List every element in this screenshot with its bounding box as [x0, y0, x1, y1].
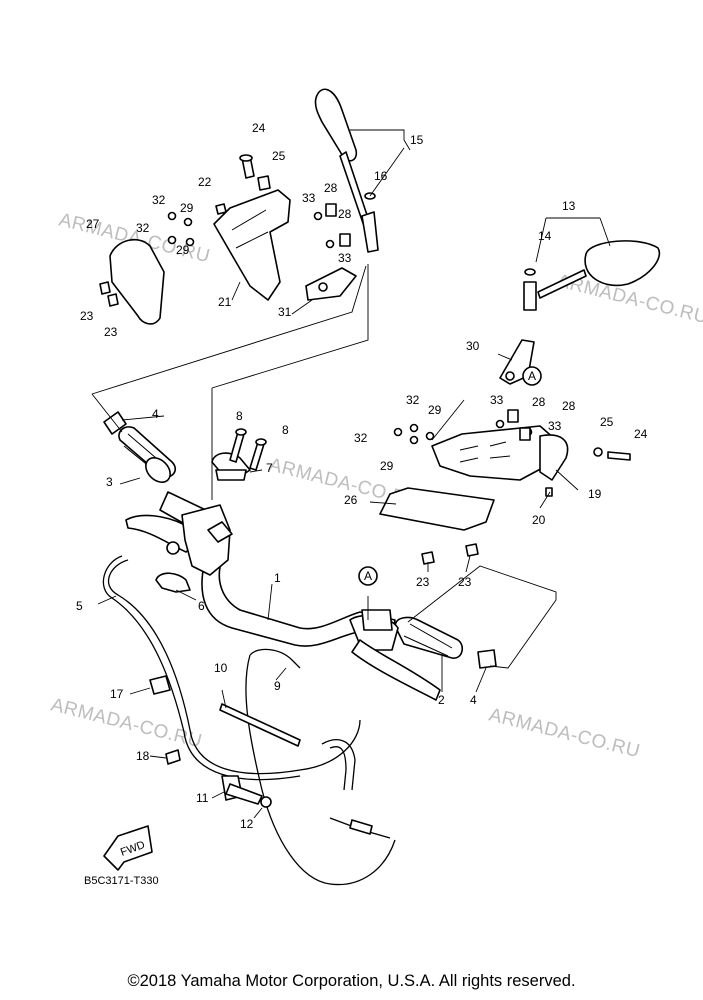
callout-16: 16	[374, 169, 388, 183]
cable-band	[219, 703, 301, 747]
callout-28: 28	[324, 181, 338, 195]
callout-28: 28	[562, 399, 576, 413]
callout-2: 2	[438, 693, 445, 707]
watermark: ARMADA-CO.RU	[487, 704, 642, 762]
callout-1: 1	[274, 571, 281, 585]
holder-bolts	[229, 428, 267, 471]
callout-20: 20	[532, 513, 546, 527]
right-mirror-bracket	[379, 339, 569, 531]
callout-3: 3	[106, 475, 113, 489]
callout-33: 33	[548, 419, 562, 433]
callout-32: 32	[406, 393, 420, 407]
callout-24: 24	[252, 121, 266, 135]
clamp-17	[149, 675, 171, 695]
clamp-6	[155, 572, 191, 593]
callout-12: 12	[240, 817, 254, 831]
callout-11: 11	[196, 791, 209, 805]
callout-23: 23	[104, 325, 118, 339]
callout-28: 28	[338, 207, 352, 221]
callout-33: 33	[302, 191, 316, 205]
callout-29: 29	[176, 243, 190, 257]
callout-29: 29	[428, 403, 442, 417]
clip-18	[165, 749, 181, 765]
reference-marker-a: A A	[358, 366, 542, 586]
callout-23: 23	[416, 575, 430, 589]
callout-19: 19	[588, 487, 602, 501]
callout-28: 28	[532, 395, 546, 409]
callout-7: 7	[266, 461, 273, 475]
leader-lines	[91, 129, 611, 819]
callout-27: 27	[86, 217, 100, 231]
callout-4: 4	[470, 693, 477, 707]
callout-33: 33	[338, 251, 352, 265]
callout-31: 31	[278, 305, 292, 319]
ref-marker-label: A	[528, 369, 536, 383]
left-handguard	[109, 238, 165, 325]
right-grip	[349, 609, 464, 701]
callout-5: 5	[76, 599, 83, 613]
handlebar-holder-upper	[211, 452, 251, 481]
callout-33: 33	[490, 393, 504, 407]
watermark: ARMADA-CO.RU	[49, 694, 204, 752]
callout-9: 9	[274, 679, 281, 693]
left-lever-assembly	[125, 504, 233, 576]
callout-23: 23	[458, 575, 472, 589]
callout-26: 26	[344, 493, 358, 507]
callout-15: 15	[410, 133, 424, 147]
callout-25: 25	[272, 149, 286, 163]
left-mirror-bracket	[213, 189, 357, 301]
callout-13: 13	[562, 199, 576, 213]
callout-10: 10	[214, 661, 228, 675]
callout-14: 14	[538, 229, 552, 243]
callout-17: 17	[110, 687, 124, 701]
callout-22: 22	[198, 175, 212, 189]
fwd-arrow: FWD	[103, 825, 153, 871]
right-mirror	[523, 240, 661, 311]
callout-6: 6	[198, 599, 205, 613]
drawing-code: B5C3171-T330	[84, 875, 159, 887]
callout-29: 29	[180, 201, 194, 215]
right-bar-end	[477, 649, 497, 669]
callout-4: 4	[152, 407, 159, 421]
callout-29: 29	[380, 459, 394, 473]
copyright-notice: ©2018 Yamaha Motor Corporation, U.S.A. A…	[127, 972, 576, 990]
callout-23: 23	[80, 309, 94, 323]
cable-guide	[221, 775, 272, 808]
callout-24: 24	[634, 427, 648, 441]
callout-18: 18	[136, 749, 150, 763]
right-fasteners	[393, 409, 631, 565]
callout-32: 32	[136, 221, 150, 235]
callout-25: 25	[600, 415, 614, 429]
callout-8: 8	[236, 409, 243, 423]
callout-32: 32	[354, 431, 368, 445]
callout-32: 32	[152, 193, 166, 207]
left-mirror	[314, 88, 379, 253]
ref-marker-label: A	[364, 569, 372, 583]
left-grip	[118, 426, 177, 483]
callout-21: 21	[218, 295, 232, 309]
callout-8: 8	[282, 423, 289, 437]
callout-30: 30	[466, 339, 480, 353]
left-fasteners	[99, 154, 351, 307]
